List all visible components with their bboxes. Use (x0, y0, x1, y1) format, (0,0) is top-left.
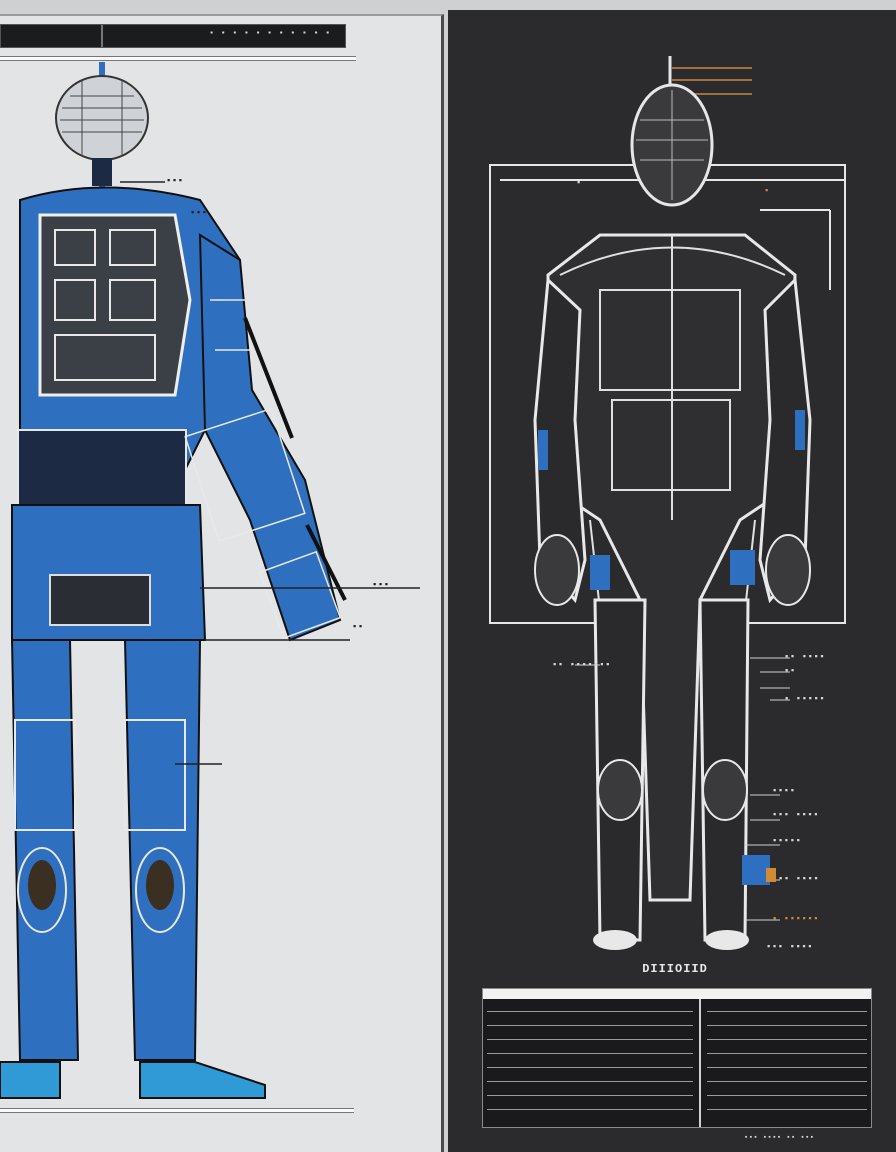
right-callout-12: ▪▪ ▪▪▪▪▪▪▪ (552, 660, 612, 670)
left-figure-illustration (0, 62, 420, 1099)
figure-name-plate: DIIIOIID (642, 962, 708, 976)
right-callout-9: ▪▪ ▪▪▪▪ (778, 874, 820, 884)
right-callout-11: ▪▪▪ ▪▪▪▪ (766, 942, 814, 952)
spec-line (707, 1025, 867, 1026)
spec-table-divider (699, 999, 701, 1127)
left-callout-4: ▪▪ (352, 622, 364, 632)
spec-line (487, 1081, 693, 1082)
spec-line (487, 1053, 693, 1054)
spec-line (707, 1053, 867, 1054)
left-title-bar: ▪ ▪ ▪ ▪ ▪ ▪ ▪ ▪ ▪ ▪ ▪ (0, 24, 346, 48)
spec-line (707, 1067, 867, 1068)
spec-line (707, 1095, 867, 1096)
left-callout-3: ▪▪▪ (372, 580, 390, 590)
spec-line (707, 1011, 867, 1012)
right-callout-5: ▪ ▪▪▪▪▪ (784, 694, 826, 704)
spec-data-table (482, 988, 872, 1128)
spec-line (707, 1109, 867, 1110)
spec-line (487, 1025, 693, 1026)
right-callout-4: ▪▪ (784, 666, 796, 676)
title-bar-divider (101, 25, 103, 47)
spec-line (487, 1011, 693, 1012)
spec-line (487, 1095, 693, 1096)
spec-line (487, 1109, 693, 1110)
left-callout-2: ▪▪▪ (190, 208, 208, 218)
left-header-code: ▪ ▪ ▪ ▪ ▪ ▪ ▪ ▪ ▪ ▪ ▪ (209, 29, 331, 38)
left-bottom-rule (0, 1108, 354, 1113)
right-callout-6: ▪▪▪▪ (772, 786, 796, 796)
right-callout-2: ▪ (764, 186, 770, 196)
right-callout-8: ▪▪▪▪▪ (772, 836, 802, 846)
right-footer-code: ▪▪▪ ▪▪▪▪ ▪▪ ▪▪▪ (744, 1134, 815, 1142)
left-callout-1: ▪▪▪ (166, 176, 184, 186)
spec-line (487, 1039, 693, 1040)
right-callout-10: ▪ ▪▪▪▪▪▪ (772, 914, 820, 924)
spec-table-header (483, 989, 871, 999)
left-top-rule (0, 56, 356, 61)
right-callout-7: ▪▪▪ ▪▪▪▪ (772, 810, 820, 820)
right-callout-1: ▪ (576, 178, 582, 188)
spec-line (707, 1081, 867, 1082)
right-callout-3: ▪▪ ▪▪▪▪ (784, 652, 826, 662)
spec-line (707, 1039, 867, 1040)
spec-line (487, 1067, 693, 1068)
